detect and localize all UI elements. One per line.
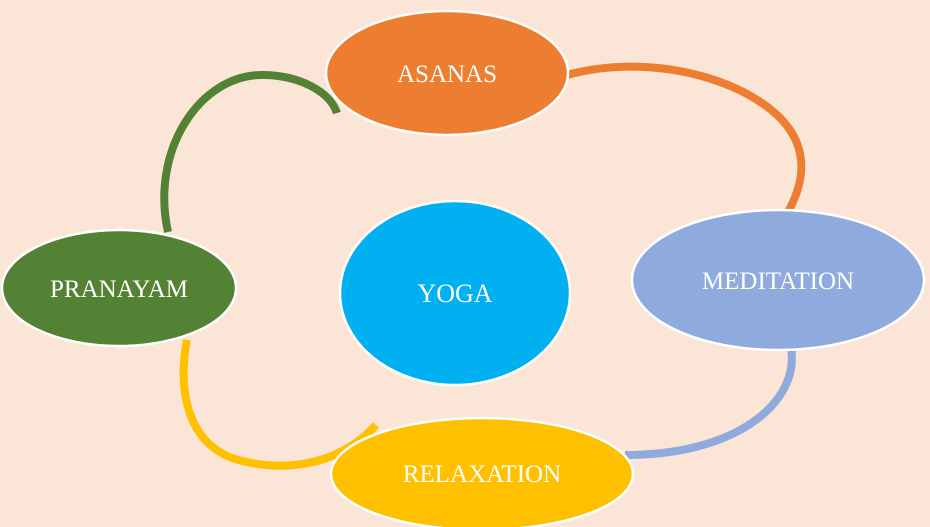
- node-yoga: YOGA: [338, 199, 572, 387]
- node-relaxation-label: RELAXATION: [403, 461, 561, 488]
- connector-meditation-to-relaxation: [624, 347, 796, 459]
- node-meditation: MEDITATION: [630, 208, 926, 352]
- connector-pranayam-to-asanas: [160, 70, 341, 233]
- node-yoga-label: YOGA: [417, 279, 492, 308]
- node-relaxation: RELAXATION: [329, 416, 635, 527]
- connector-relaxation-to-pranayam: [179, 339, 379, 470]
- connector-asanas-to-meditation: [565, 62, 806, 214]
- node-meditation-label: MEDITATION: [702, 268, 854, 295]
- node-asanas: ASANAS: [324, 9, 570, 137]
- node-pranayam-label: PRANAYAM: [50, 276, 188, 303]
- node-relaxation-ellipse: [329, 416, 635, 527]
- node-pranayam-ellipse: [0, 228, 238, 348]
- node-meditation-ellipse: [630, 208, 926, 352]
- node-asanas-label: ASANAS: [397, 61, 497, 88]
- node-yoga-ellipse: [338, 199, 572, 387]
- node-pranayam: PRANAYAM: [0, 228, 238, 348]
- node-asanas-ellipse: [324, 9, 570, 137]
